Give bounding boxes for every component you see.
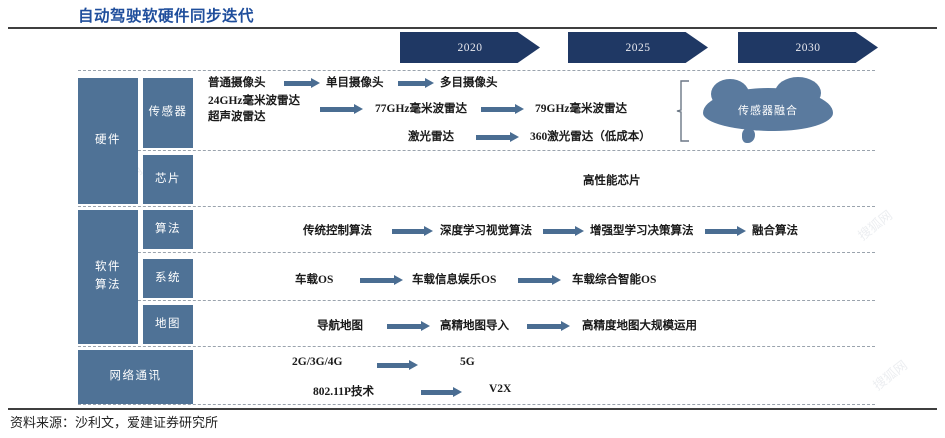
row-divider xyxy=(78,404,875,405)
flow-item-system-3: 车载综合智能OS xyxy=(572,274,657,286)
cloud-callout-label: 传感器融合 xyxy=(738,104,798,117)
flow-arrow xyxy=(360,275,404,285)
flow-item-algorithm-3: 增强型学习决策算法 xyxy=(590,225,694,237)
source-note: 资料来源：沙利文，爱建证券研究所 xyxy=(10,415,219,430)
group-box-hardware[interactable]: 硬件 xyxy=(78,78,138,204)
flow-item-lidar-1: 激光雷达 xyxy=(408,131,454,143)
row-divider xyxy=(78,206,875,207)
flow-item-algorithm-2: 深度学习视觉算法 xyxy=(440,225,532,237)
flow-arrow xyxy=(481,104,525,114)
row-divider xyxy=(78,252,875,253)
flow-arrow xyxy=(421,387,463,397)
flow-arrow xyxy=(377,360,419,370)
row-divider xyxy=(78,300,875,301)
flow-arrow xyxy=(320,104,364,114)
timeline-chevron-2025[interactable]: 2025 xyxy=(568,32,708,63)
subcategory-label: 系统 xyxy=(155,271,181,284)
subcategory-box-sensor[interactable]: 传感器 xyxy=(143,78,193,148)
timeline-label: 2030 xyxy=(795,41,821,54)
group-label-line1: 软件 xyxy=(95,261,121,274)
title-divider xyxy=(8,27,937,29)
row-divider xyxy=(78,150,875,151)
subcategory-box-chip[interactable]: 芯片 xyxy=(143,155,193,204)
flow-item-network-proto-1: 802.11P技术 xyxy=(313,386,375,398)
group-box-software[interactable]: 软件 算法 xyxy=(78,210,138,344)
flow-arrow xyxy=(518,275,562,285)
flow-item-map-1: 导航地图 xyxy=(317,320,363,332)
group-label-line2: 算法 xyxy=(95,279,121,291)
flow-item-chip-1: 高性能芯片 xyxy=(583,175,641,187)
flow-arrow xyxy=(392,226,434,236)
flow-arrow xyxy=(705,226,747,236)
grouping-brace xyxy=(676,80,692,147)
flow-item-algorithm-4: 融合算法 xyxy=(752,225,798,237)
group-label: 硬件 xyxy=(95,134,121,147)
flow-item-camera-1: 普通摄像头 xyxy=(208,77,266,89)
subcategory-label: 地图 xyxy=(155,317,181,330)
subcategory-box-system[interactable]: 系统 xyxy=(143,259,193,298)
flow-arrow xyxy=(476,132,520,142)
flow-item-radar-77ghz: 77GHz毫米波雷达 xyxy=(375,103,467,115)
watermark: 搜狐网 xyxy=(855,207,896,244)
subcategory-box-map[interactable]: 地图 xyxy=(143,305,193,344)
flow-item-network-gen-2: 5G xyxy=(460,356,475,368)
flow-item-radar-line2: 超声波雷达 xyxy=(208,110,266,123)
cloud-tail xyxy=(742,128,755,143)
timeline-label: 2025 xyxy=(625,41,651,54)
flow-arrow xyxy=(527,321,571,331)
group-box-network[interactable]: 网络通讯 xyxy=(78,350,193,404)
flow-item-map-2: 高精地图导入 xyxy=(440,320,509,332)
subcategory-label: 传感器 xyxy=(148,106,188,119)
flow-item-camera-3: 多目摄像头 xyxy=(440,77,498,89)
flow-item-radar-79ghz: 79GHz毫米波雷达 xyxy=(535,103,627,115)
flow-arrow xyxy=(387,321,431,331)
page-title: 自动驾驶软硬件同步迭代 xyxy=(78,8,255,25)
timeline-chevron-2030[interactable]: 2030 xyxy=(738,32,878,63)
flow-item-lidar-2: 360激光雷达（低成本） xyxy=(530,131,651,143)
subcategory-box-algorithm[interactable]: 算法 xyxy=(143,210,193,249)
flow-item-algorithm-1: 传统控制算法 xyxy=(303,225,372,237)
timeline-chevron-2020[interactable]: 2020 xyxy=(400,32,540,63)
flow-item-radar-line1: 24GHz毫米波雷达 xyxy=(208,95,300,107)
flow-arrow xyxy=(543,226,585,236)
flow-item-network-gen-1: 2G/3G/4G xyxy=(292,356,343,368)
subcategory-label: 芯片 xyxy=(155,172,181,185)
brace-icon xyxy=(676,80,689,142)
footer-divider xyxy=(8,408,937,410)
cloud-callout-sensor-fusion[interactable]: 传感器融合 xyxy=(703,77,833,131)
flow-arrow xyxy=(398,78,434,88)
timeline-label: 2020 xyxy=(457,41,483,54)
subcategory-label: 算法 xyxy=(155,222,181,235)
row-divider xyxy=(78,70,875,71)
flow-item-system-2: 车载信息娱乐OS xyxy=(412,274,497,286)
flow-item-system-1: 车载OS xyxy=(295,274,334,286)
flow-item-map-3: 高精度地图大规模运用 xyxy=(582,320,697,332)
flow-item-camera-2: 单目摄像头 xyxy=(326,77,384,89)
flow-item-network-proto-2: V2X xyxy=(489,383,512,395)
flow-item-radar-start: 24GHz毫米波雷达 超声波雷达 xyxy=(208,94,300,125)
row-divider xyxy=(78,346,875,347)
watermark: 搜狐网 xyxy=(870,357,911,394)
flow-arrow xyxy=(284,78,320,88)
group-label: 网络通讯 xyxy=(109,370,162,383)
